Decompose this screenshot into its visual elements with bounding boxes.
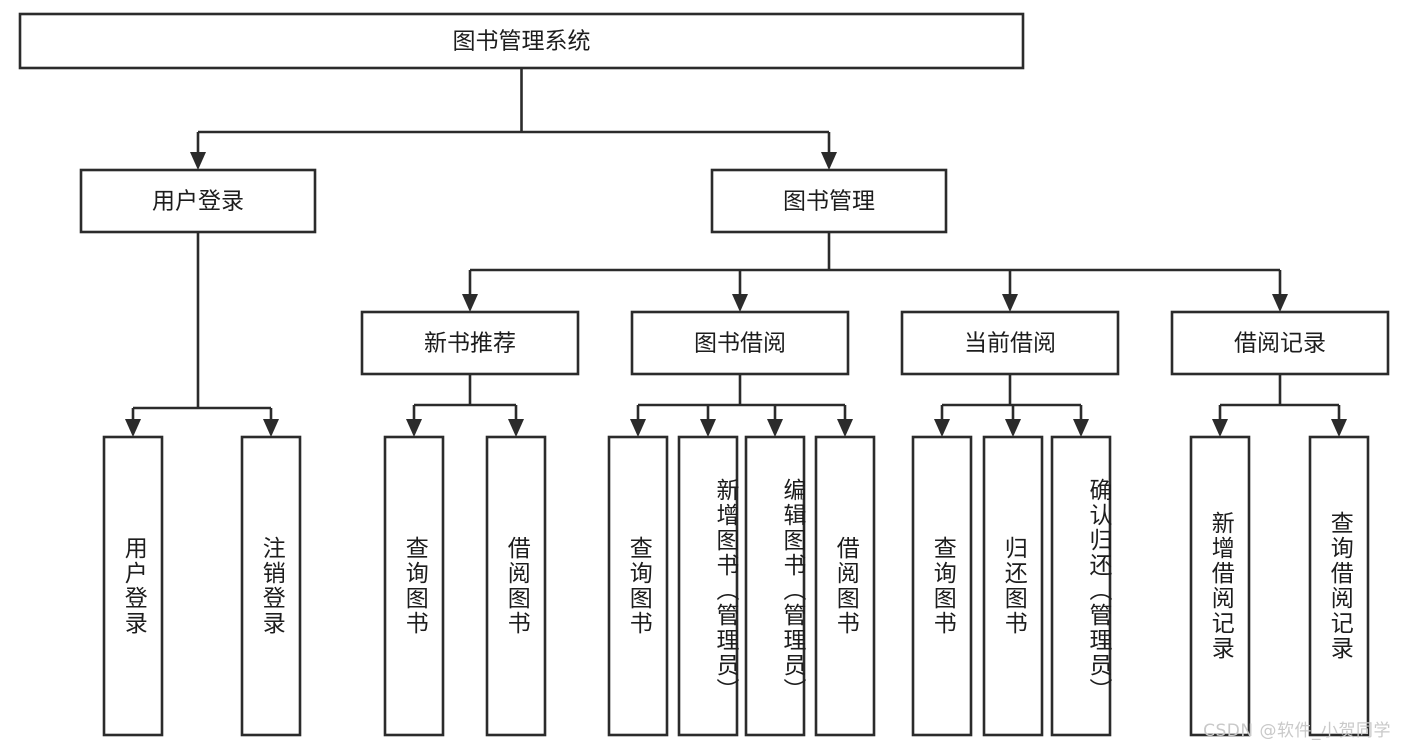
arrowhead-leaf-cur-confirm	[1073, 419, 1089, 437]
arrowhead-leaf-user-logout	[263, 419, 279, 437]
node-leaf-rec-borrow-box[interactable]	[485, 435, 547, 737]
node-root-label: 图书管理系统	[453, 29, 591, 55]
node-book-mgmt-label: 图书管理	[783, 189, 875, 215]
node-borrow-record-label: 借阅记录	[1234, 331, 1326, 357]
node-leaf-rec-add-box[interactable]	[1189, 435, 1251, 737]
node-leaf-user-logout-box[interactable]	[240, 435, 302, 737]
arrowhead-book-borrow	[732, 294, 748, 312]
arrowhead-leaf-borrow-query	[630, 419, 646, 437]
arrowhead-leaf-rec-query	[406, 419, 422, 437]
arrowhead-leaf-borrow-edit	[767, 419, 783, 437]
node-leaf-borrow-edit-box[interactable]	[744, 435, 806, 737]
arrowhead-book-mgmt	[821, 152, 837, 170]
node-leaf-user-login-box[interactable]	[102, 435, 164, 737]
node-book-borrow-box[interactable]	[630, 310, 850, 376]
node-book-borrow-label: 图书借阅	[694, 331, 786, 357]
node-leaf-borrow-add-box[interactable]	[677, 435, 739, 737]
node-root[interactable]: 图书管理系统	[18, 12, 1025, 70]
node-leaf-cur-query-box[interactable]	[911, 435, 973, 737]
arrowhead-leaf-rec-add	[1212, 419, 1228, 437]
node-user-login[interactable]: 用户登录	[79, 168, 317, 234]
node-borrow-record-box[interactable]	[1170, 310, 1390, 376]
connector-layer	[125, 68, 1347, 437]
arrowhead-leaf-cur-return	[1005, 419, 1021, 437]
arrowhead-current-borrow	[1002, 294, 1018, 312]
node-root-box[interactable]	[18, 12, 1025, 70]
arrowhead-new-book-rec	[462, 294, 478, 312]
node-book-mgmt[interactable]: 图书管理	[710, 168, 948, 234]
arrowhead-user-login	[190, 152, 206, 170]
node-book-borrow[interactable]: 图书借阅	[630, 310, 850, 376]
node-leaf-borrow-query-box[interactable]	[607, 435, 669, 737]
arrowhead-leaf-rec-borrow	[508, 419, 524, 437]
arrowhead-borrow-record	[1272, 294, 1288, 312]
node-new-book-rec[interactable]: 新书推荐	[360, 310, 580, 376]
node-leaf-borrow-lend-box[interactable]	[814, 435, 876, 737]
node-new-book-rec-label: 新书推荐	[424, 331, 516, 357]
leaf-box-layer	[102, 435, 1370, 737]
node-user-login-label: 用户登录	[152, 189, 244, 215]
arrowhead-leaf-borrow-lend	[837, 419, 853, 437]
csdn-watermark: CSDN @软件_小贺同学	[1203, 721, 1391, 741]
arrowhead-leaf-cur-query	[934, 419, 950, 437]
node-book-mgmt-box[interactable]	[710, 168, 948, 234]
arrowhead-leaf-rec-search	[1331, 419, 1347, 437]
node-current-borrow-label: 当前借阅	[964, 331, 1056, 357]
node-borrow-record[interactable]: 借阅记录	[1170, 310, 1390, 376]
node-leaf-rec-search-box[interactable]	[1308, 435, 1370, 737]
node-current-borrow[interactable]: 当前借阅	[900, 310, 1120, 376]
node-leaf-cur-confirm-box[interactable]	[1050, 435, 1112, 737]
node-new-book-rec-box[interactable]	[360, 310, 580, 376]
arrowhead-leaf-borrow-add	[700, 419, 716, 437]
node-leaf-cur-return-box[interactable]	[982, 435, 1044, 737]
arrowhead-leaf-user-login	[125, 419, 141, 437]
node-user-login-box[interactable]	[79, 168, 317, 234]
node-current-borrow-box[interactable]	[900, 310, 1120, 376]
node-leaf-rec-query-box[interactable]	[383, 435, 445, 737]
